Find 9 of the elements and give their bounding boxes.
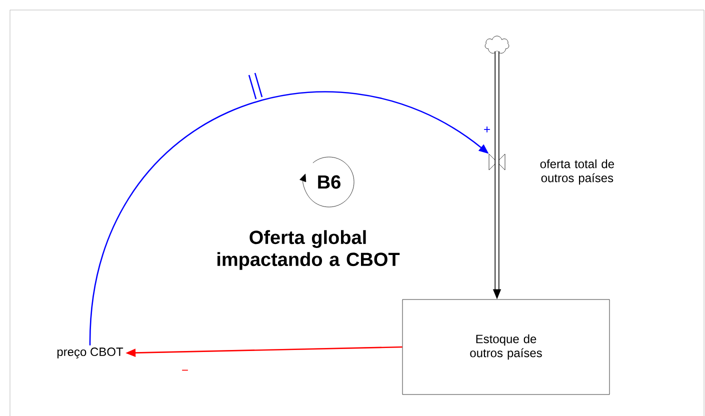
stock-box: Estoque de outros países: [402, 299, 610, 395]
valve-symbol: [488, 154, 506, 170]
variable-label: oferta total de outros países: [540, 159, 614, 185]
polarity-sign: +: [484, 126, 490, 132]
polarity-sign: −: [182, 370, 188, 371]
cloud-symbol: [484, 36, 510, 54]
variable-label: preço CBOT: [57, 348, 124, 358]
loop-title: Oferta global impactando a CBOT: [218, 230, 400, 270]
loop-label: B6: [318, 175, 340, 189]
